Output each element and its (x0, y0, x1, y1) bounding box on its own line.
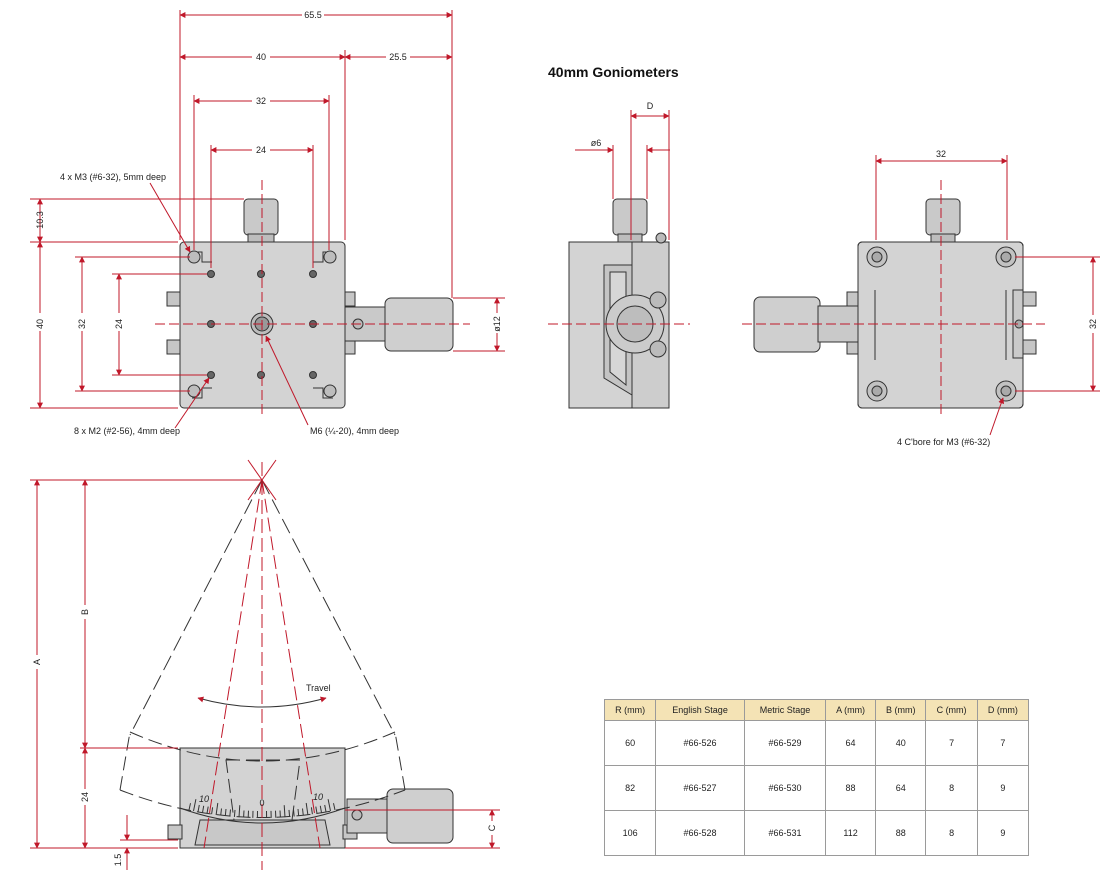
scale-tick (333, 803, 336, 811)
scale-tick (215, 802, 219, 815)
header-d: D (mm) (976, 699, 1030, 721)
dim-24: 24 (256, 145, 266, 155)
cell-d: 7 (976, 720, 1030, 766)
cell-b: 64 (874, 765, 927, 811)
cell-d: 9 (976, 765, 1030, 811)
dim-left-40: 40 (35, 319, 45, 329)
table-row: 82 #66-527 #66-530 88 64 8 9 (603, 765, 1030, 811)
top-view-labels: 65.5 40 25.5 32 24 10.3 40 32 24 ø12 4 x… (34, 9, 503, 436)
scale-tick (319, 805, 322, 813)
scale-label-left: 10 (199, 794, 209, 804)
cell-metric-stage: #66-529 (743, 720, 827, 766)
scale-tick (302, 808, 304, 816)
cell-c: 8 (925, 810, 978, 856)
scale-tick (229, 809, 231, 817)
cell-r: 106 (603, 810, 657, 856)
callout-m3: 4 x M3 (#6-32), 5mm deep (60, 172, 166, 182)
cell-c: 7 (925, 720, 978, 766)
top-view-centerlines (155, 180, 470, 418)
cell-metric-stage: #66-530 (743, 765, 827, 811)
header-english-stage: English Stage (655, 699, 745, 721)
scale-tick (202, 805, 205, 813)
page-title: 40mm Goniometers (548, 64, 679, 80)
scale-tick (327, 799, 331, 812)
callout-m6: M6 (¼-20), 4mm deep (310, 426, 399, 436)
dim-left-24: 24 (114, 319, 124, 329)
scale-tick (233, 809, 236, 817)
table-row: 106 #66-528 #66-531 112 88 8 9 (603, 810, 1030, 856)
cell-english-stage: #66-527 (655, 765, 745, 811)
cell-r: 60 (603, 720, 657, 766)
scale-tick (315, 806, 318, 814)
cell-a: 88 (825, 765, 876, 811)
table-row: 60 #66-526 #66-529 64 40 7 7 (603, 720, 1030, 766)
cell-metric-stage: #66-531 (743, 810, 827, 856)
cell-a: 112 (825, 810, 876, 856)
dim-32-top: 32 (936, 149, 946, 159)
dim-a: A (32, 659, 42, 665)
side-view (167, 747, 454, 849)
header-a: A (mm) (825, 699, 876, 721)
dim-left-10-3: 10.3 (35, 211, 45, 229)
travel-label: Travel (306, 683, 331, 693)
cell-english-stage: #66-528 (655, 810, 745, 856)
scale-tick (324, 804, 327, 812)
cell-english-stage: #66-526 (655, 720, 745, 766)
end-view-lines (548, 110, 690, 325)
dim-d: D (647, 101, 654, 111)
dim-micrometer: 25.5 (389, 52, 407, 62)
dim-overall: 65.5 (304, 10, 322, 20)
scale-tick (238, 805, 241, 818)
header-r: R (mm) (603, 699, 657, 721)
cell-c: 8 (925, 765, 978, 811)
end-view (568, 198, 670, 409)
specs-table: R (mm) English Stage Metric Stage A (mm)… (603, 699, 1030, 856)
table-header-row: R (mm) English Stage Metric Stage A (mm)… (603, 699, 1030, 721)
scale-tick (293, 809, 295, 817)
scale-tick (305, 802, 309, 815)
dim-24-side: 24 (80, 792, 90, 802)
header-c: C (mm) (925, 699, 978, 721)
dim-c: C (487, 824, 497, 831)
side-view-rays (30, 459, 500, 870)
dim-body: 40 (256, 52, 266, 62)
header-metric-stage: Metric Stage (743, 699, 827, 721)
travel-arc (197, 696, 327, 708)
header-b: B (mm) (874, 699, 927, 721)
scale-tick (220, 808, 222, 816)
scale-tick (297, 808, 300, 817)
scale-label-center: 0 (259, 798, 264, 808)
cell-b: 40 (874, 720, 927, 766)
dim-32-right: 32 (1088, 319, 1098, 329)
top-view-dimensions (30, 10, 505, 429)
callout-cbore: 4 C'bore for M3 (#6-32) (897, 437, 990, 447)
scale-tick (188, 803, 191, 811)
dim-phi12: ø12 (492, 316, 502, 332)
dim-b: B (80, 609, 90, 615)
scale-tick (224, 808, 227, 817)
dim-32: 32 (256, 96, 266, 106)
top-view (166, 198, 454, 409)
dim-phi6: ø6 (591, 138, 602, 148)
dim-1-5: 1.5 (113, 854, 123, 867)
scale-tick (310, 807, 313, 815)
scale-tick (211, 807, 214, 815)
cell-d: 9 (976, 810, 1030, 856)
scale-tick (193, 799, 197, 812)
bottom-view (753, 198, 1037, 409)
cell-r: 82 (603, 765, 657, 811)
scale-tick (288, 809, 291, 817)
cell-a: 64 (825, 720, 876, 766)
callout-m2: 8 x M2 (#2-56), 4mm deep (74, 426, 180, 436)
scale-label-right: 10 (313, 792, 323, 802)
scale-tick (283, 805, 286, 818)
scale-tick (197, 804, 200, 812)
scale-tick (206, 806, 209, 814)
dim-left-32: 32 (77, 319, 87, 329)
cell-b: 88 (874, 810, 927, 856)
side-view-scale (188, 799, 336, 819)
